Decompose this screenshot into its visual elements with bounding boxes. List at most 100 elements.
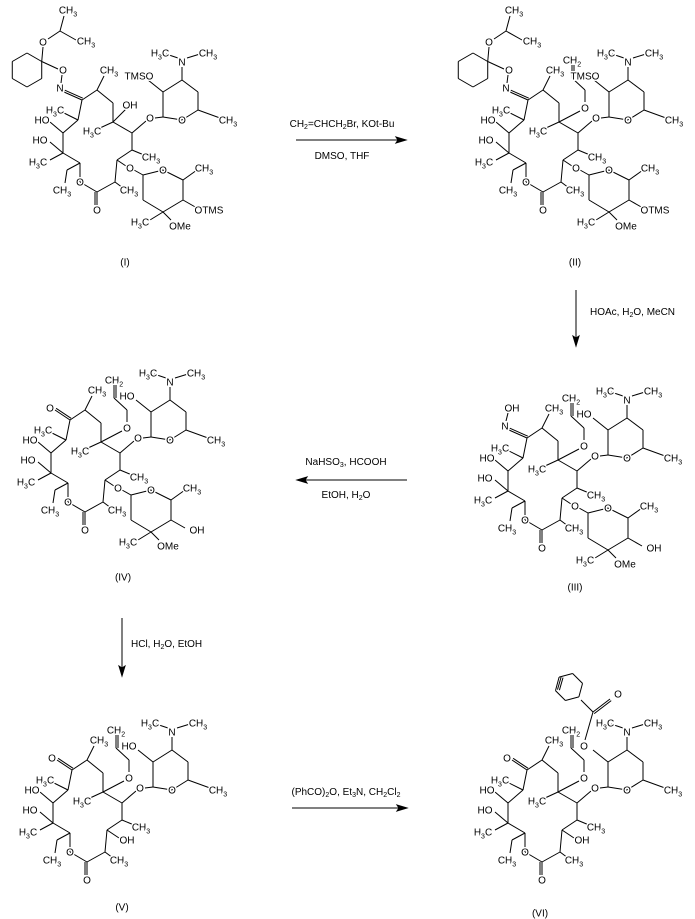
atom-label-clad-me: CH3: [641, 164, 659, 177]
atom-label-carbonyl-o: O: [539, 206, 547, 217]
step1-reagents: CH2=CHCH2Br, KOt-Bu: [289, 119, 395, 131]
bonds: [494, 672, 666, 875]
atom-label-n-me2: CH3: [189, 719, 207, 732]
atom-label-clad-c4-sub: OH: [647, 544, 662, 555]
atom-label-c4-me: CH3: [130, 473, 148, 486]
atom-label-c6-me: H3C: [71, 447, 89, 460]
atom-label-clad-c4-sub: OH: [190, 526, 205, 537]
arrow-step-2: [572, 290, 580, 348]
atom-label-clad-me3: H3C: [576, 556, 594, 569]
atom-label-c5-o: O: [134, 434, 142, 445]
atom-label-n-me2: CH3: [199, 49, 217, 62]
atom-label-carbonyl-o: O: [81, 526, 89, 537]
atom-label-clad-link: O: [114, 484, 122, 495]
atom-label-clad-o: O: [159, 166, 167, 177]
atom-label-c9-n: N: [502, 84, 509, 95]
atom-label-c6-me: H3C: [528, 465, 546, 478]
atom-label-c12-me: H3C: [17, 478, 35, 491]
atom-label-c2-me: CH3: [566, 186, 584, 199]
arrow-step-1: [296, 136, 408, 144]
atom-label-clad-me: CH3: [183, 484, 201, 497]
atom-label-c12-oh: HO: [21, 456, 36, 467]
atom-label-c11-oh: HO: [480, 786, 495, 797]
atom-label-allyl-o: O: [123, 424, 131, 435]
atom-label-benzoyl-o: O: [614, 690, 622, 701]
atom-label-allyl-ch2: CH2: [562, 726, 580, 739]
atom-label-clad-me3: H3C: [119, 538, 137, 551]
atom-label-clad-c4-sub: OTMS: [641, 206, 670, 217]
atom-label-c2-me: CH3: [110, 856, 128, 869]
atom-label-c4-me: CH3: [588, 153, 606, 166]
atom-label-carbonyl-o: O: [538, 876, 546, 887]
atom-label-c4-me: CH3: [132, 823, 150, 836]
atom-label-iso-me2: CH3: [523, 37, 541, 50]
atom-label-carbonyl-o: O: [538, 544, 546, 555]
atom-label-c13-et: CH3: [53, 186, 71, 199]
atom-label-n-me2: CH3: [644, 387, 662, 400]
atom-label-iso-me1: CH3: [59, 6, 77, 19]
atom-label-clad-link: O: [126, 164, 134, 175]
atom-label-c4-me: CH3: [587, 823, 605, 836]
atom-label-oxime-o: O: [59, 66, 67, 77]
atom-label-des-o: O: [166, 436, 174, 447]
atom-label-c3-oh: OH: [120, 836, 135, 847]
atom-label-c10-me: CH3: [545, 404, 563, 417]
bonds: [11, 15, 221, 221]
atom-label-c12-oh: HO: [33, 136, 48, 147]
compound-label: (III): [568, 583, 583, 594]
atom-label-c2-me: CH3: [108, 506, 126, 519]
atom-label-n: N: [624, 58, 631, 69]
atom-label-c12-oh: HO: [478, 474, 493, 485]
atom-label-n-me1: H3C: [139, 369, 157, 382]
atom-label-c5-o: O: [591, 784, 599, 795]
atom-label-des-me: CH3: [665, 116, 683, 129]
atom-label-carbonyl-o: O: [83, 876, 91, 887]
atom-label-des-me: CH3: [664, 454, 682, 467]
molecule-2: NOOCH3CH3CH3H3CHOHOH3CCH3OOCH3CH3OCH2H3C…: [457, 4, 685, 234]
atom-label-c2p-sub: TMSO: [125, 72, 154, 83]
atom-label-c5-o: O: [592, 114, 600, 125]
atom-label-allyl-ch2: CH2: [107, 726, 125, 739]
atom-label-c10-me: CH3: [545, 736, 563, 749]
atom-label-lactone-o: O: [66, 848, 74, 859]
atom-label-c11-oh: HO: [35, 116, 50, 127]
atom-label-c9-o: O: [48, 754, 56, 765]
atom-label-iso-me2: CH3: [77, 37, 95, 50]
atom-label-clad-me3: H3C: [577, 218, 595, 231]
atom-label-c13-et: CH3: [43, 856, 61, 869]
atom-label-c10-me: CH3: [88, 386, 106, 399]
atom-label-c12-oh: HO: [479, 136, 494, 147]
atom-label-lactone-o: O: [521, 848, 529, 859]
step5-reagents: (PhCO)2O, Et3N, CH2Cl2: [291, 787, 401, 799]
atom-label-c6-me: H3C: [83, 127, 101, 140]
atom-label-c12-me: H3C: [19, 828, 37, 841]
atom-label-c13-et: CH3: [498, 524, 516, 537]
atom-label-c10-me: CH3: [546, 66, 564, 79]
atom-label-c8-me: H3C: [46, 106, 64, 119]
atom-label-clad-link: O: [571, 502, 579, 513]
atom-label-c3-oh: OH: [575, 836, 590, 847]
atom-label-n: N: [168, 728, 175, 739]
atom-label-clad-me: CH3: [640, 502, 658, 515]
step2-conditions: HOAc, H2O, MeCN: [590, 307, 676, 319]
atom-label-c10-me: CH3: [100, 66, 118, 79]
atom-label-c4-me: CH3: [142, 153, 160, 166]
atom-label-c5-o: O: [146, 114, 154, 125]
atom-label-n-me2: CH3: [644, 719, 662, 732]
atom-label-c2p-sub: TMSO: [571, 72, 600, 83]
compound-label: (V): [115, 903, 128, 914]
atom-label-c6-me: H3C: [529, 127, 547, 140]
atom-label-carbonyl-o: O: [93, 206, 101, 217]
atom-label-des-me: CH3: [209, 786, 227, 799]
atom-label-c8-me: H3C: [491, 776, 509, 789]
atom-label-clad-o: O: [147, 486, 155, 497]
atom-label-c2-me: CH3: [120, 186, 138, 199]
atom-label-lactone-o: O: [521, 516, 529, 527]
atom-label-iso-me1: CH3: [505, 6, 523, 19]
atom-label-c12-me: H3C: [475, 158, 493, 171]
atom-label-c8-me: H3C: [36, 776, 54, 789]
